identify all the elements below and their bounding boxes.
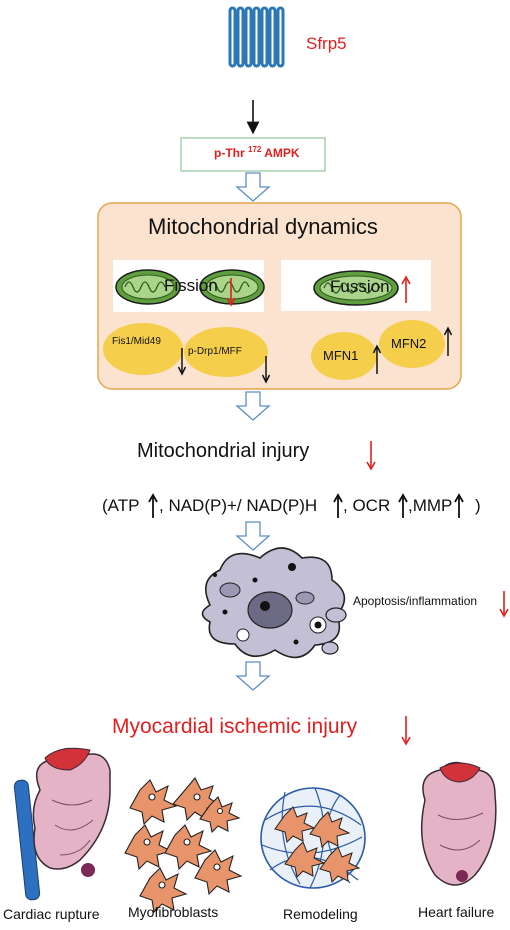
metrics-up-arrows (148, 493, 464, 518)
mitochondrion-icon-fission-right (199, 269, 265, 305)
fis1-ellipse (103, 323, 183, 375)
ampk-sup: 172 (248, 145, 262, 154)
myofibroblasts-label: Myofibroblasts (128, 904, 219, 920)
ampk-suffix: AMPK (261, 146, 300, 160)
ampk-box (180, 137, 326, 172)
heart-failure-icon (420, 761, 497, 886)
metrics-ocr: , OCR (343, 496, 391, 515)
drp1-label: p-Drp1/MFF (188, 346, 242, 357)
metrics-mmp: ,MMP (408, 496, 453, 515)
mfn2-ellipse (379, 320, 445, 368)
hollow-arrow-2 (235, 391, 271, 421)
drp1-ellipse (184, 327, 268, 377)
ampk-label: p-Thr 172 AMPK (214, 145, 300, 160)
fission-label: Fission (164, 276, 218, 295)
cardiac-rupture-label: Cardiac rupture (3, 906, 100, 922)
dynamics-title: Mitochondrial dynamics (148, 214, 378, 239)
fis1-label: Fis1/Mid49 (112, 336, 161, 347)
hollow-arrow-4 (235, 661, 271, 691)
metrics-open: (ATP (102, 496, 140, 515)
metrics-nad: , NAD(P)+/ NAD(P)H (159, 496, 318, 515)
remodeling-label: Remodeling (283, 906, 358, 922)
apoptotic-cell-icon (201, 547, 347, 659)
remodeling-icon (260, 787, 366, 889)
metrics-close: ) (475, 496, 481, 515)
mitochondrion-icon-fission-left (115, 269, 181, 305)
heart-cardiac-rupture-icon (13, 747, 111, 901)
apoptosis-label: Apoptosis/inflammation (353, 594, 478, 608)
mitochondrion-icon-fusion (313, 270, 399, 306)
injury-label: Mitochondrial injury (137, 440, 310, 462)
sfrp5-receptor-icon (228, 6, 285, 68)
ampk-prefix: p-Thr (214, 146, 248, 160)
hollow-arrow-1 (235, 172, 271, 202)
myocardial-label: Myocardial ischemic injury (112, 715, 358, 738)
mfn2-label: MFN2 (391, 336, 427, 351)
myofibroblasts-icon (124, 777, 243, 914)
dynamics-arrows (177, 326, 453, 384)
mfn1-ellipse (311, 332, 377, 380)
heart-failure-label: Heart failure (418, 904, 495, 920)
sfrp5-label: Sfrp5 (306, 34, 347, 53)
hollow-arrow-3 (235, 521, 271, 551)
fusion-label: Fussion (330, 277, 390, 296)
mfn1-label: MFN1 (323, 348, 359, 363)
